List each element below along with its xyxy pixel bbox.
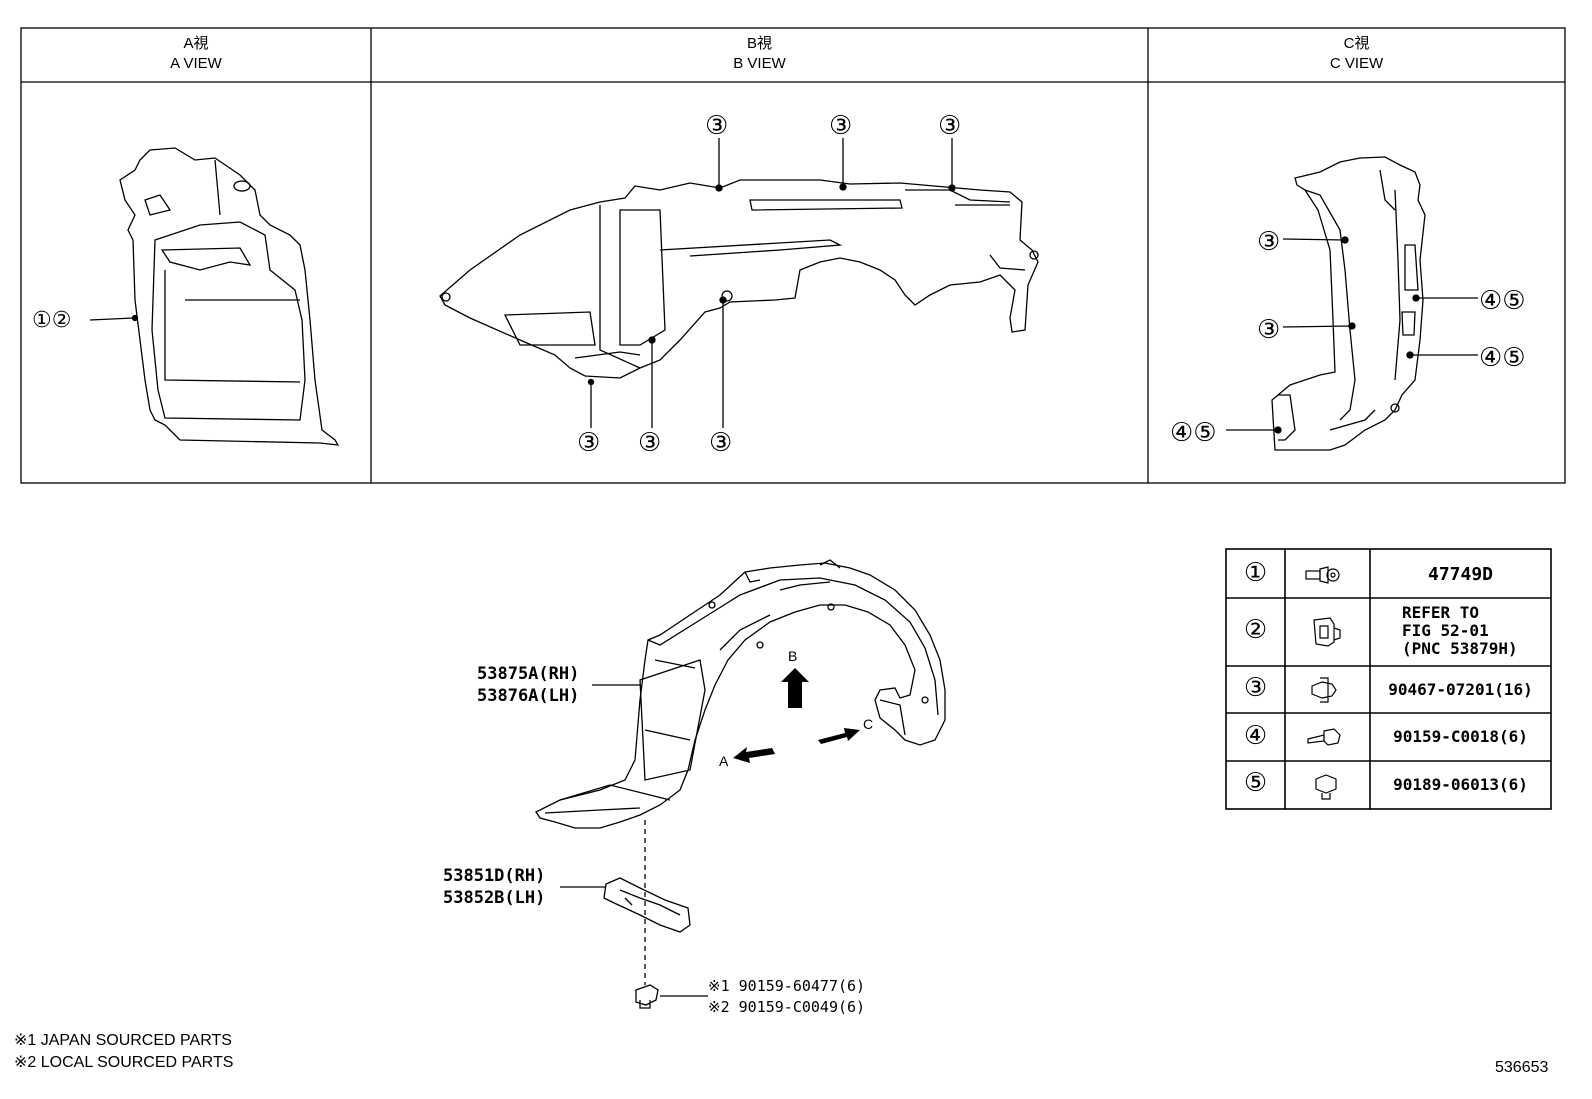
legend-table-frame: [1225, 548, 1552, 810]
legend-part-2: REFER TO FIG 52-01 (PNC 53879H): [1402, 603, 1518, 658]
retainer-icon: [1313, 617, 1341, 647]
clip-icon: [1305, 566, 1340, 584]
arrow-c-label: C: [863, 716, 874, 732]
a-view-liner-drawing: [119, 147, 340, 446]
seal-drawing: [603, 877, 691, 933]
legend-num-4: ④: [1243, 720, 1268, 750]
arrow-b-label: B: [788, 648, 798, 664]
part-label-liner-rh: 53875A(RH): [477, 664, 580, 684]
view-a-title-en: A VIEW: [170, 55, 222, 72]
legend-part-4: 90159-C0018(6): [1393, 727, 1528, 746]
legend-num-3: ③: [1243, 672, 1268, 702]
footnote-2: ※2 LOCAL SOURCED PARTS: [14, 1054, 234, 1071]
legend-num-1: ①: [1243, 557, 1268, 587]
figure-id: 536653: [1495, 1059, 1549, 1076]
view-b-header: B視 B VIEW: [371, 34, 1148, 74]
callout-b-bottom-2: ③: [638, 427, 662, 457]
callout-c-3a: ③: [1257, 226, 1281, 256]
view-b-title-jp: B視: [746, 35, 772, 52]
callout-c-4-5c: ④⑤: [1170, 417, 1217, 447]
arrow-a-icon: [733, 747, 775, 763]
view-b-title-en: B VIEW: [733, 55, 786, 72]
part-label-liner-lh: 53876A(LH): [477, 686, 580, 706]
legend-num-2: ②: [1243, 614, 1268, 644]
part-label-bolt-2: ※2 90159-C0049(6): [708, 998, 866, 1016]
callout-c-4-5b: ④⑤: [1479, 342, 1526, 372]
callout-c-3b: ③: [1257, 314, 1281, 344]
b-view-liner-drawing: [439, 179, 1039, 379]
screw-icon: [1307, 728, 1341, 746]
legend-part-3: 90467-07201(16): [1388, 680, 1533, 699]
bolt-drawing: [635, 984, 659, 1009]
part-label-seal-rh: 53851D(RH): [443, 866, 546, 886]
legend-part-5: 90189-06013(6): [1393, 775, 1528, 794]
view-c-title-en: C VIEW: [1329, 55, 1384, 72]
callout-b-top-2: ③: [829, 110, 853, 140]
views-frame: [20, 27, 1566, 484]
c-view-liner-drawing: [1271, 156, 1426, 451]
view-a-title-jp: A視: [183, 35, 209, 52]
callout-c-4-5a: ④⑤: [1479, 285, 1526, 315]
fender-liner-drawing: [535, 559, 946, 829]
callout-b-top-3: ③: [938, 110, 962, 140]
arrow-c-icon: [818, 728, 860, 744]
part-label-seal-lh: 53852B(LH): [443, 888, 546, 908]
arrow-b-icon: [781, 668, 809, 708]
view-c-title-jp: C視: [1343, 35, 1370, 52]
legend-num-5: ⑤: [1243, 767, 1268, 797]
view-c-header: C視 C VIEW: [1148, 34, 1565, 74]
footnote-1: ※1 JAPAN SOURCED PARTS: [14, 1032, 232, 1049]
nut-icon: [1315, 774, 1337, 800]
push-clip-icon: [1311, 677, 1337, 703]
view-a-header: A視 A VIEW: [21, 34, 371, 74]
arrow-a-label: A: [719, 753, 729, 769]
legend-part-1: 47749D: [1427, 564, 1494, 585]
callout-b-bottom-1: ③: [577, 427, 601, 457]
callout-b-top-1: ③: [705, 110, 729, 140]
callout-b-bottom-3: ③: [709, 427, 733, 457]
callout-a-1-2: ①②: [32, 307, 72, 332]
part-label-bolt-1: ※1 90159-60477(6): [708, 977, 866, 995]
